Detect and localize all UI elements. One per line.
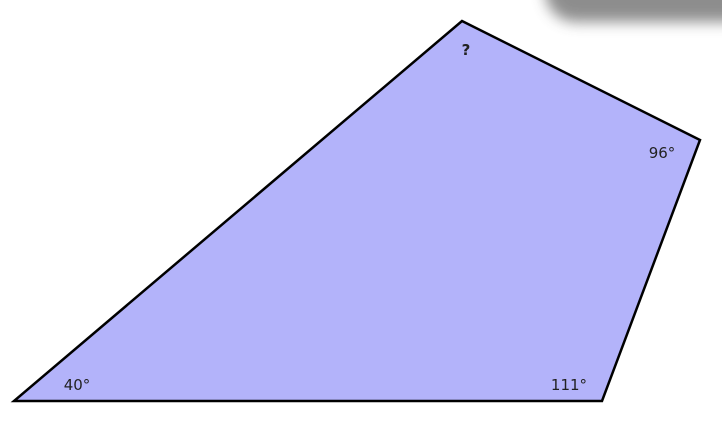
- corner-shadow: [545, 0, 722, 22]
- angle-label-bottom-left: 40°: [64, 376, 91, 394]
- angle-label-bottom-right: 111°: [551, 376, 587, 394]
- angle-label-top: ?: [462, 41, 471, 59]
- angle-label-right: 96°: [649, 144, 676, 162]
- quadrilateral-shape: [10, 19, 702, 403]
